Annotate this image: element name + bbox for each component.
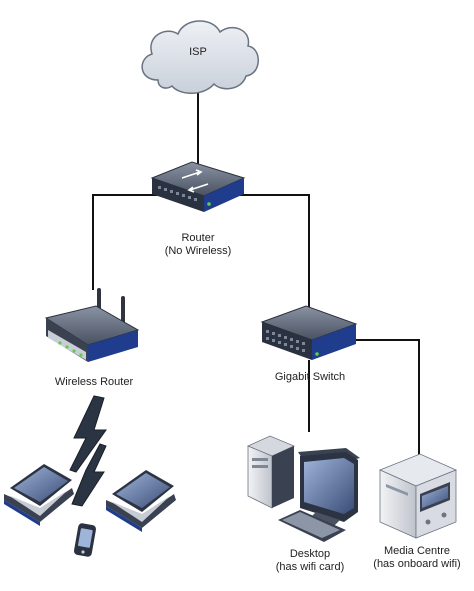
antenna-right: [121, 296, 125, 326]
isp-label-text: ISP: [189, 46, 207, 58]
media-centre-label-sub: (has onboard wifi): [373, 558, 461, 570]
switch-ports: [266, 330, 305, 352]
router-led: [207, 202, 211, 206]
media-centre-label-title: Media Centre: [383, 545, 451, 557]
router-switch-link: [232, 194, 310, 318]
switch-label-title: Gigabit Switch: [274, 371, 346, 383]
desktop-label: Desktop (has wifi card): [262, 548, 358, 574]
switch-device: [260, 305, 358, 360]
isp-label: ISP: [174, 46, 222, 59]
mobile-phone-icon: [73, 523, 97, 557]
switch-led: [315, 352, 319, 356]
router-arrows-icon: [181, 169, 209, 193]
media-centre-icon: [378, 453, 458, 539]
wireless-signal-icon: [69, 395, 107, 507]
desktop-pc-icon: [246, 435, 360, 542]
wireless-router-device: [44, 288, 140, 362]
router-device: [150, 161, 246, 212]
wireless-router-label-title: Wireless Router: [54, 376, 134, 388]
laptop-left-icon: [4, 464, 74, 526]
desktop-label-title: Desktop: [289, 548, 331, 560]
wireless-router-label: Wireless Router: [36, 376, 152, 389]
router-ports: [158, 186, 197, 201]
router-wireless-link: [92, 194, 165, 290]
router-label-sub: (No Wireless): [164, 245, 232, 257]
switch-media-link: [340, 339, 420, 455]
switch-label: Gigabit Switch: [262, 371, 358, 384]
media-centre-label: Media Centre (has onboard wifi): [364, 545, 470, 571]
isp-cloud: [141, 20, 259, 94]
router-label: Router (No Wireless): [148, 232, 248, 258]
laptop-right-icon: [106, 470, 176, 532]
connections: [92, 90, 420, 455]
wireless-router-leds: [58, 341, 83, 357]
router-label-title: Router: [181, 232, 215, 244]
desktop-label-sub: (has wifi card): [275, 561, 345, 573]
